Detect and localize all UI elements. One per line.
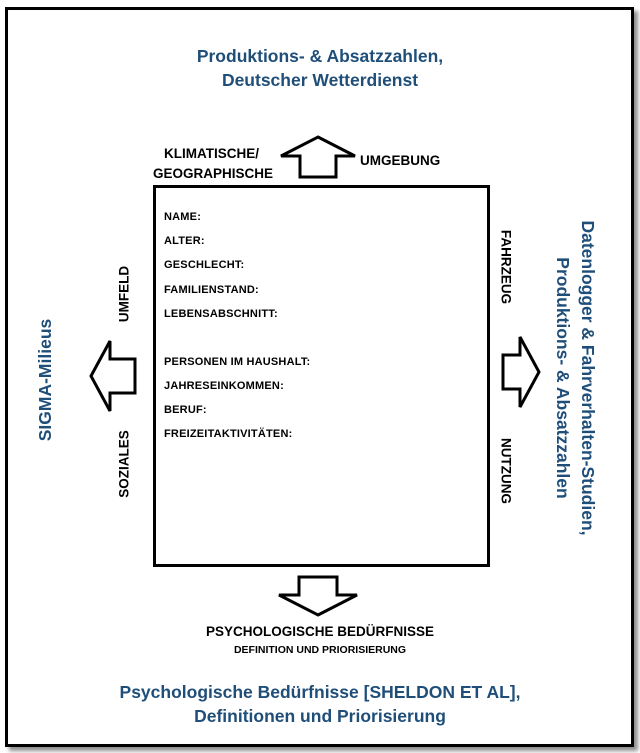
left-source: SIGMA-Milieus	[35, 318, 55, 442]
right-label-lower: NUTZUNG	[498, 438, 514, 504]
profile-field-life-stage: LEBENSABSCHNITT:	[164, 308, 278, 320]
arrow-right-icon	[501, 336, 541, 408]
profile-field-name: NAME:	[164, 211, 202, 223]
profile-field-gender: GESCHLECHT:	[164, 259, 245, 271]
top-source-line1: Produktions- & Absatzzahlen,	[196, 46, 444, 66]
bottom-source-line2: Definitionen und Priorisierung	[194, 706, 446, 726]
bottom-source-line1: Psychologische Bedürfnisse [SHELDON ET A…	[119, 682, 521, 702]
arrow-left-icon	[89, 340, 137, 412]
bottom-label-subtitle: DEFINITION UND PRIORISIERUNG	[233, 644, 407, 656]
profile-field-annual-income: JAHRESEINKOMMEN:	[164, 380, 284, 392]
right-source-line1: Datenlogger & Fahrverhalten-Studien,	[578, 220, 598, 536]
profile-field-age: ALTER:	[164, 235, 205, 247]
left-label-lower: SOZIALES	[116, 430, 132, 498]
arrow-up-icon	[280, 135, 356, 179]
arrow-down-icon	[278, 575, 358, 617]
profile-field-household-size: PERSONEN IM HAUSHALT:	[164, 356, 311, 368]
top-label-left-line1: KLIMATISCHE/	[164, 146, 259, 161]
profile-field-occupation: BERUF:	[164, 404, 207, 416]
profile-field-leisure: FREIZEITAKTIVITÄTEN:	[164, 428, 293, 440]
right-source-line2: Produktions- & Absatzzahlen	[553, 257, 573, 499]
right-label-upper: FAHRZEUG	[498, 229, 514, 305]
bottom-label-title: PSYCHOLOGISCHE BEDÜRFNISSE	[205, 624, 435, 639]
top-label-left-line2: GEOGRAPHISCHE	[153, 166, 274, 181]
profile-box	[153, 185, 490, 567]
top-source-line2: Deutscher Wetterdienst	[221, 70, 419, 90]
left-label-upper: UMFELD	[116, 265, 132, 323]
profile-field-marital-status: FAMILIENSTAND:	[164, 284, 259, 296]
top-label-right: UMGEBUNG	[360, 153, 441, 168]
